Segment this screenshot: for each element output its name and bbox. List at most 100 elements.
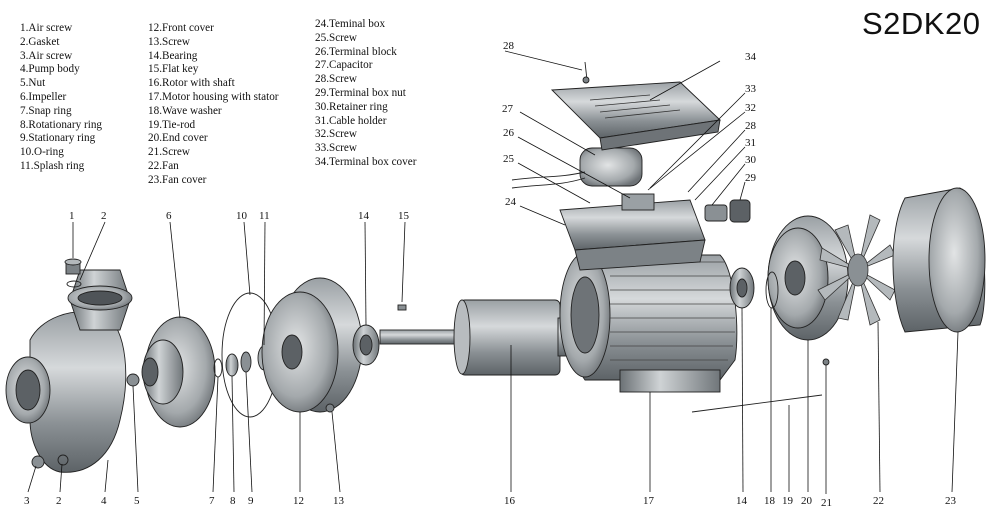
legend-item: 17.Motor housing with stator: [148, 90, 279, 103]
screw-end: [822, 358, 830, 366]
legend-item: 28.Screw: [315, 73, 357, 86]
legend-item: 26.Terminal block: [315, 45, 397, 58]
callout-label: 12: [293, 495, 304, 507]
legend-item: 6.Impeller: [20, 90, 67, 103]
legend-item: 16.Rotor with shaft: [148, 77, 235, 90]
screw-top: [582, 61, 590, 84]
bearing-rear: [729, 267, 755, 309]
legend-item: 29.Terminal box nut: [315, 86, 406, 99]
legend-item: 13.Screw: [148, 35, 190, 48]
gasket: [66, 280, 82, 288]
screw: [325, 403, 335, 413]
legend-item: 19.Tie-rod: [148, 118, 196, 131]
wave-washer: [765, 271, 779, 309]
callout-label: 28: [745, 120, 757, 132]
legend-column-2: 12.Front cover 13.Screw 14.Bearing 15.Fl…: [148, 22, 279, 188]
terminal-box: [559, 199, 706, 271]
legend-item: 24.Teminal box: [315, 18, 386, 30]
legend-item: 27.Capacitor: [315, 59, 373, 72]
air-screw-bottom: [31, 454, 69, 469]
callout-label: 29: [745, 172, 757, 184]
callout-label: 2: [101, 210, 107, 222]
callout-label: 28: [503, 40, 515, 52]
callout-label: 19: [782, 495, 794, 507]
callout-label: 3: [24, 495, 30, 507]
motor-housing-with-stator: [559, 252, 738, 393]
callout-label: 16: [504, 495, 516, 507]
legend-item: 31.Cable holder: [315, 114, 387, 127]
legend-item: 3.Air screw: [20, 49, 73, 62]
fan-cover: [892, 187, 986, 333]
callout-label: 22: [873, 495, 884, 507]
callout-label: 14: [358, 210, 370, 222]
tie-rod: [691, 394, 823, 413]
legend-item: 12.Front cover: [148, 22, 214, 34]
legend-item: 4.Pump body: [20, 63, 80, 76]
callout-label: 6: [166, 210, 172, 222]
legend-item: 2.Gasket: [20, 35, 60, 48]
callout-label: 23: [945, 495, 957, 507]
callout-label: 34: [745, 51, 757, 63]
legend-item: 18.Wave washer: [148, 104, 222, 117]
callout-label: 11: [259, 210, 270, 222]
callout-label: 8: [230, 495, 236, 507]
callout-label: 5: [134, 495, 140, 507]
bearing-front: [352, 324, 380, 366]
cable-holder: [704, 199, 751, 223]
callouts-top-row: 1 2 6 10 11 14 15: [69, 210, 410, 346]
capacitor: [579, 147, 643, 187]
callout-label: 31: [745, 137, 756, 149]
front-cover: [261, 277, 363, 413]
callout-label: 25: [503, 153, 515, 165]
legend-item: 7.Snap ring: [20, 104, 72, 117]
legend-item: 23.Fan cover: [148, 173, 207, 186]
callout-label: 32: [745, 102, 756, 114]
rotor-with-shaft: [379, 299, 589, 376]
callout-label: 21: [821, 497, 832, 509]
callout-label: 33: [745, 83, 757, 95]
nut: [126, 373, 140, 387]
model-title: S2DK20: [862, 6, 981, 41]
callout-label: 24: [505, 196, 517, 208]
callout-label: 13: [333, 495, 345, 507]
legend-item: 8.Rotationary ring: [20, 118, 103, 131]
legend-column-1: 1.Air screw 2.Gasket 3.Air screw 4.Pump …: [20, 22, 102, 174]
legend-item: 14.Bearing: [148, 49, 198, 62]
callouts-right-column: 28 34 27 33 32 26 28 25 31 30 24 29: [502, 40, 757, 226]
end-cover: [767, 215, 849, 341]
callout-label: 9: [248, 495, 254, 507]
legend-item: 15.Flat key: [148, 63, 199, 76]
callout-label: 4: [101, 495, 107, 507]
mechanical-seal: [213, 351, 252, 378]
legend-item: 25.Screw: [315, 31, 357, 44]
legend-item: 9.Stationary ring: [20, 132, 96, 145]
callouts-bottom-row: 3 2 4 5 7 8 9 12 13 16 17 14 18 19 20 21…: [24, 307, 959, 509]
legend-item: 5.Nut: [20, 77, 46, 90]
callout-label: 18: [764, 495, 776, 507]
callout-label: 2: [56, 495, 62, 507]
callout-label: 1: [69, 210, 75, 222]
callout-label: 15: [398, 210, 410, 222]
legend-item: 11.Splash ring: [20, 159, 85, 172]
legend-item: 10.O-ring: [20, 146, 64, 159]
flat-key: [397, 304, 407, 311]
cable: [511, 171, 586, 181]
callout-label: 14: [736, 495, 748, 507]
terminal-box-cover: [550, 81, 721, 151]
legend-column-3: 24.Teminal box 25.Screw 26.Terminal bloc…: [315, 18, 416, 170]
impeller: [141, 316, 216, 428]
callout-label: 7: [209, 495, 215, 507]
callout-label: 26: [503, 127, 515, 139]
legend-item: 20.End cover: [148, 132, 208, 145]
cable: [511, 177, 586, 189]
legend-item: 21.Screw: [148, 146, 190, 159]
callout-label: 20: [801, 495, 813, 507]
callout-label: 17: [643, 495, 655, 507]
callout-label: 10: [236, 210, 248, 222]
legend-item: 22.Fan: [148, 159, 179, 172]
callout-label: 30: [745, 154, 757, 166]
legend-item: 30.Retainer ring: [315, 100, 388, 113]
callout-label: 27: [502, 103, 514, 115]
legend-item: 33.Screw: [315, 142, 357, 155]
